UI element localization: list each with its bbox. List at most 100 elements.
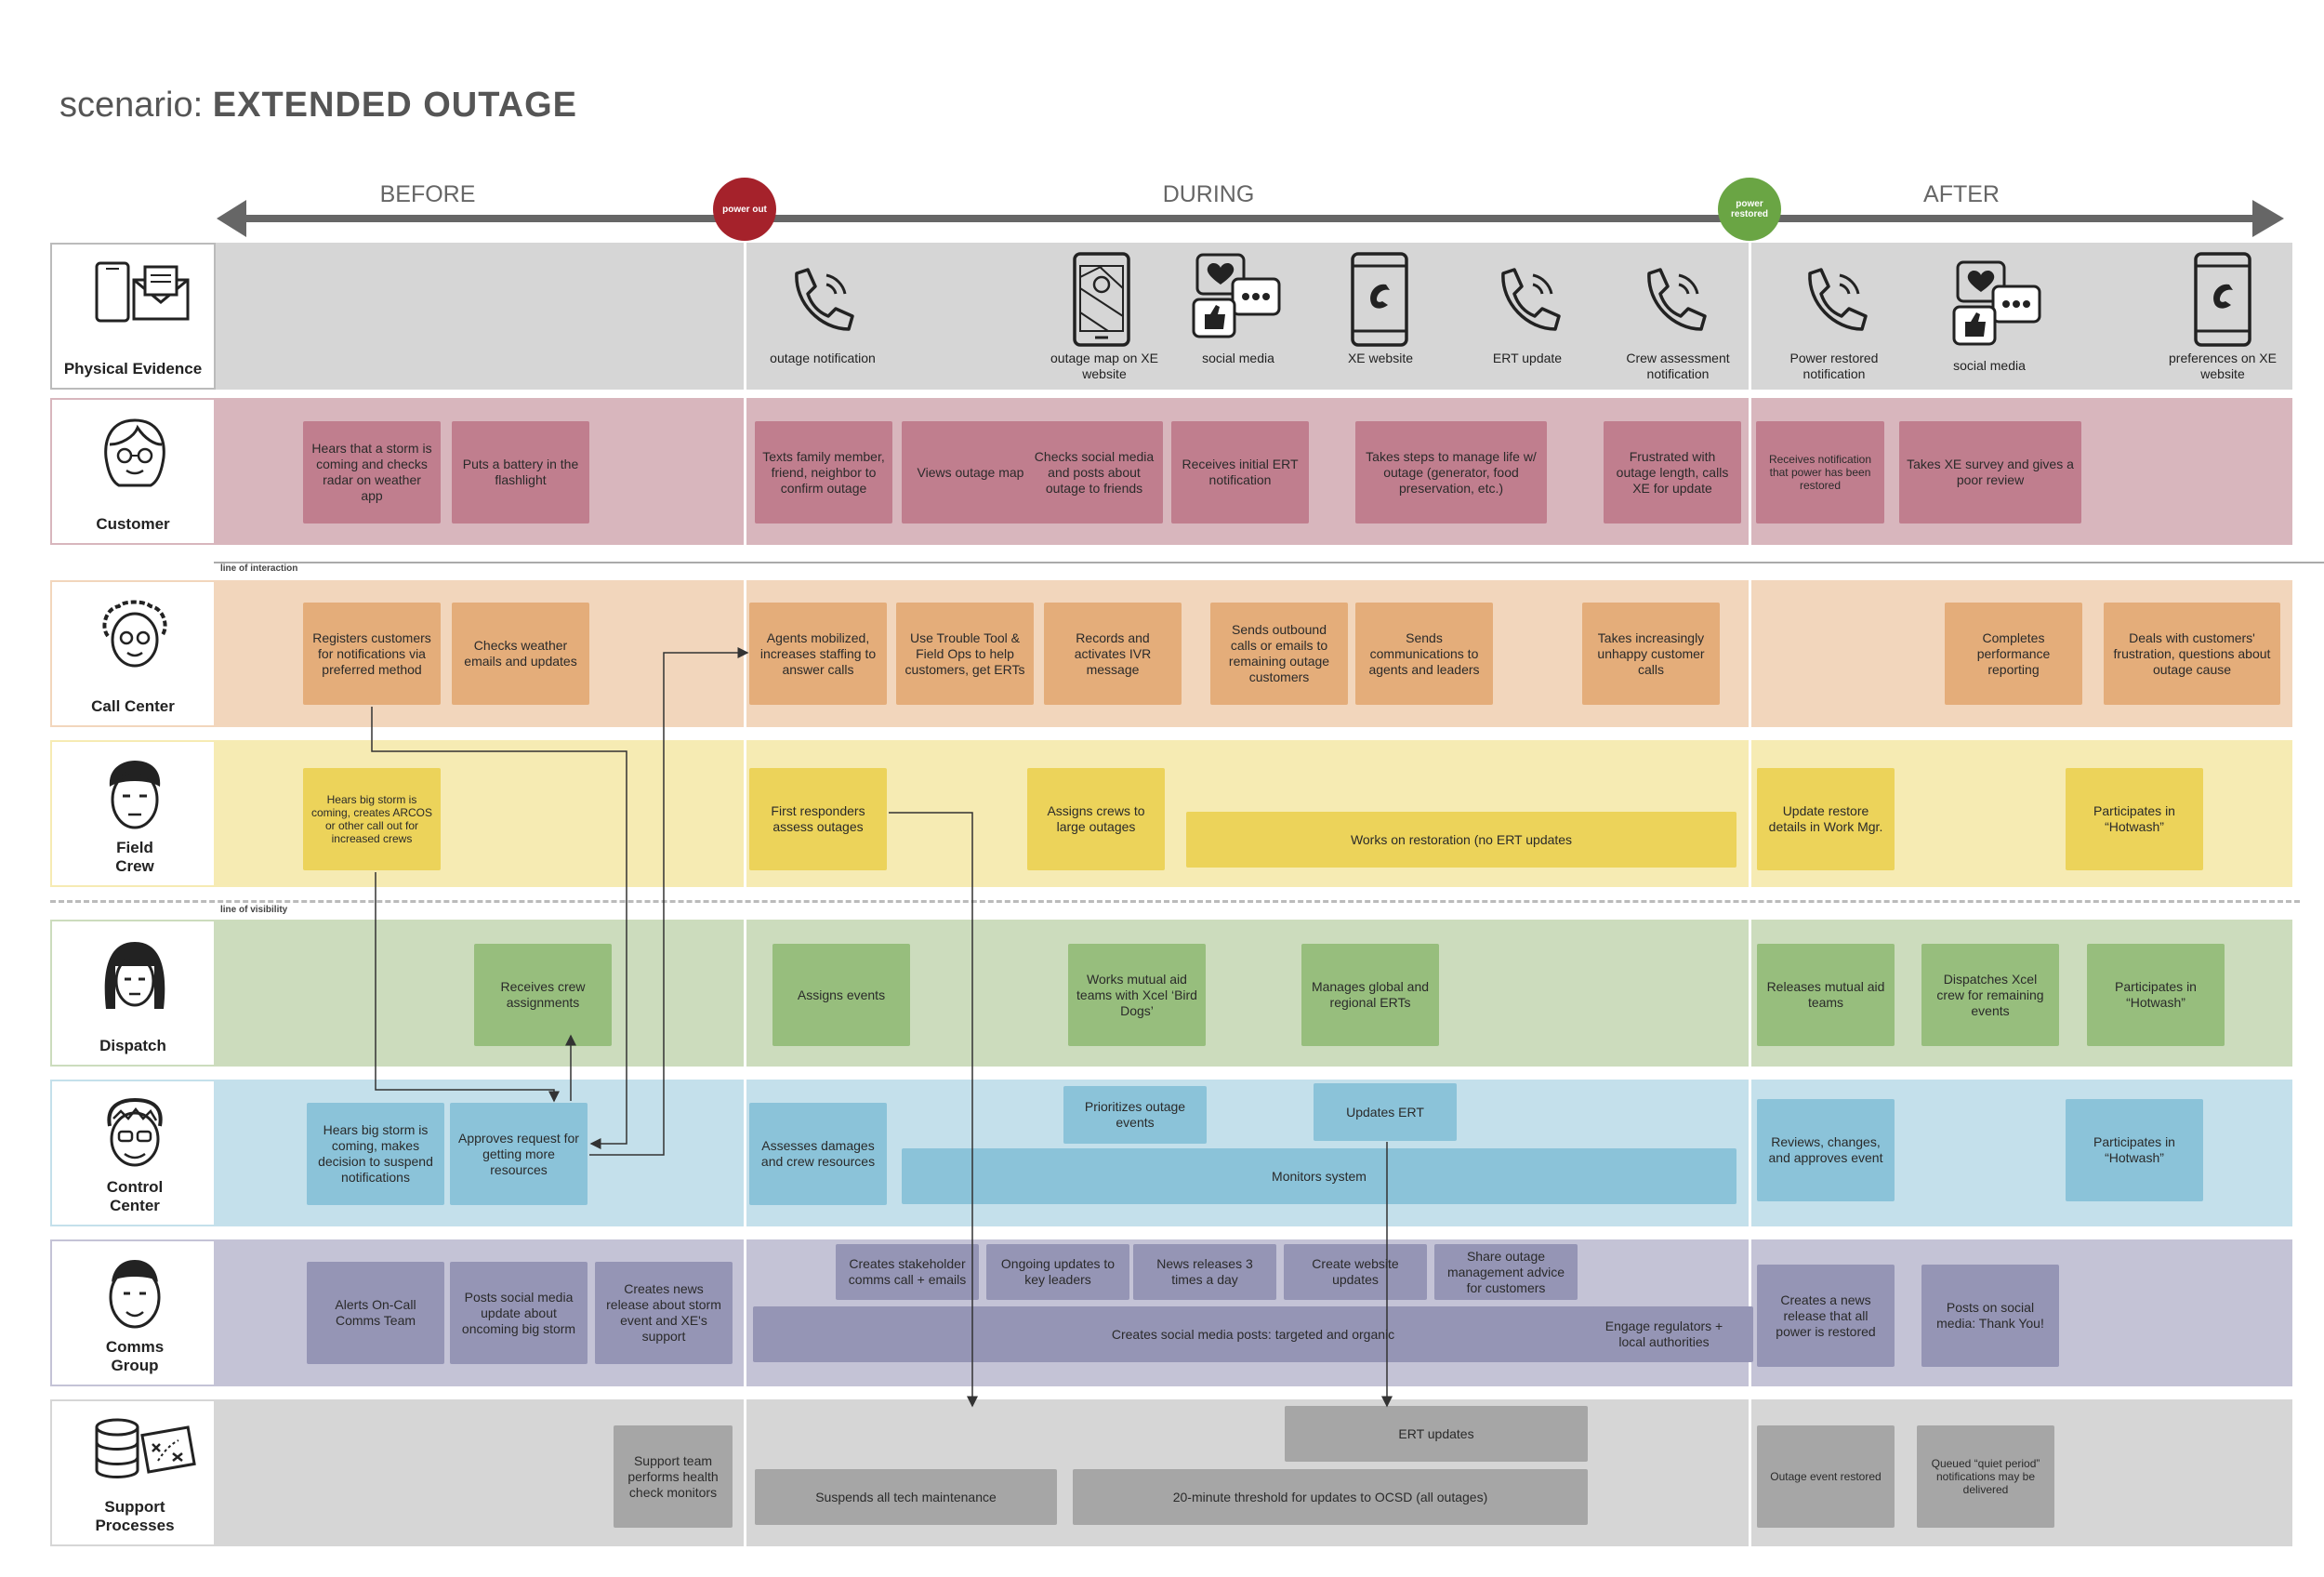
lane-title-callcenter: Call Center — [91, 697, 175, 715]
lane-label-callcenter: Call Center — [50, 580, 216, 727]
fieldcrew-step: Participates in “Hotwash” — [2066, 768, 2203, 870]
evidence-label: social media — [1202, 351, 1274, 365]
callcenter-step: Use Trouble Tool & Field Ops to help cus… — [896, 603, 1034, 705]
dispatch-step: Receives crew assignments — [474, 944, 612, 1046]
evidence-label: Power restored notification — [1789, 351, 1879, 381]
control-step: Updates ERT — [1314, 1083, 1457, 1141]
dispatch-step: Dispatches Xcel crew for remaining event… — [1921, 944, 2059, 1046]
lane-physical-bg — [214, 243, 2292, 390]
lane-title-physical: Physical Evidence — [63, 360, 203, 378]
control-center-avatar-icon — [107, 1098, 163, 1167]
evidence-label: outage map on XE website — [1050, 351, 1158, 381]
support-step: ERT updates — [1285, 1406, 1588, 1462]
support-step: Queued “quiet period” notifications may … — [1917, 1425, 2054, 1528]
call-center-avatar-icon — [102, 600, 167, 668]
phone-icon — [1808, 268, 1868, 331]
customer-step: Texts family member, friend, neighbor to… — [755, 421, 892, 523]
callcenter-step: Sends communications to agents and leade… — [1355, 603, 1493, 705]
comms-step: Creates news release about storm event a… — [595, 1262, 733, 1364]
control-step: Prioritizes outage events — [1063, 1086, 1207, 1144]
callcenter-step: Records and activates IVR message — [1044, 603, 1182, 705]
comms-step: Engage regulators + local authorities — [1592, 1306, 1736, 1362]
map-phone-icon — [1073, 252, 1130, 347]
social-media-icon — [1192, 253, 1281, 338]
customer-step: Frustrated with outage length, calls XE … — [1604, 421, 1741, 523]
evidence-label: preferences on XE website — [2169, 351, 2277, 381]
lane-title-comms: Comms Group — [105, 1338, 165, 1374]
fieldcrew-step: Update restore details in Work Mgr. — [1757, 768, 1895, 870]
support-processes-icon — [95, 1418, 196, 1478]
comms-avatar-icon — [109, 1260, 161, 1329]
callcenter-step: Registers customers for notifications vi… — [303, 603, 441, 705]
comms-step: Create website updates — [1284, 1244, 1427, 1300]
phase-after: AFTER — [1923, 181, 2000, 207]
customer-step: Receives initial ERT notification — [1171, 421, 1309, 523]
social-media-icon — [1952, 260, 2041, 346]
customer-step: Takes steps to manage life w/ outage (ge… — [1355, 421, 1547, 523]
evidence-label: ERT update — [1492, 351, 1563, 365]
lane-title-fieldcrew: Field Crew — [115, 839, 154, 875]
callcenter-step: Takes increasingly unhappy customer call… — [1582, 603, 1720, 705]
evidence-label: outage notification — [770, 351, 876, 365]
phase-divider-during — [744, 243, 746, 1546]
customer-step: Hears that a storm is coming and checks … — [303, 421, 441, 523]
fieldcrew-step: First responders assess outages — [749, 768, 887, 870]
lane-title-support: Support Processes — [95, 1498, 175, 1534]
comms-step: Creates stakeholder comms call + emails — [836, 1244, 979, 1300]
callcenter-step: Deals with customers' frustration, quest… — [2104, 603, 2280, 705]
power-restored-marker: power restored — [1718, 178, 1781, 241]
control-step: Assesses damages and crew resources — [749, 1103, 887, 1205]
callcenter-step: Sends outbound calls or emails to remain… — [1210, 603, 1348, 705]
mobile-site-icon — [1351, 252, 1408, 347]
comms-step: Alerts On-Call Comms Team — [307, 1262, 444, 1364]
lane-label-customer: Customer — [50, 398, 216, 545]
lane-label-comms: Comms Group — [50, 1239, 216, 1386]
comms-step: Posts on social media: Thank You! — [1921, 1265, 2059, 1367]
control-step: Approves request for getting more resour… — [450, 1103, 588, 1205]
lane-label-fieldcrew: Field Crew — [50, 740, 216, 887]
support-step: Outage event restored — [1757, 1425, 1895, 1528]
line-of-interaction-label: line of interaction — [220, 563, 298, 574]
lane-title-control: Control Center — [106, 1178, 164, 1214]
phone-icon — [1501, 268, 1561, 331]
control-step: Reviews, changes, and approves event — [1757, 1099, 1895, 1201]
fieldcrew-step: Assigns crews to large outages — [1027, 768, 1165, 870]
evidence-label: Crew assessment notification — [1626, 351, 1730, 381]
support-step: 20-minute threshold for updates to OCSD … — [1073, 1469, 1588, 1525]
evidence-label: social media — [1953, 358, 2026, 373]
phase-divider-after — [1749, 243, 1751, 1546]
callcenter-step: Checks weather emails and updates — [452, 603, 589, 705]
timeline-arrow — [217, 200, 2284, 237]
comms-step: Posts social media update about oncoming… — [450, 1262, 588, 1364]
lane-title-customer: Customer — [96, 515, 170, 533]
dispatch-avatar-icon — [104, 942, 165, 1009]
customer-avatar-icon — [104, 418, 165, 487]
phone-icon — [795, 268, 854, 331]
lane-label-dispatch: Dispatch — [50, 920, 216, 1067]
page-title: scenario: EXTENDED OUTAGE — [59, 86, 577, 125]
comms-step: Share outage management advice for custo… — [1434, 1244, 1578, 1300]
evidence-label: XE website — [1347, 351, 1414, 365]
customer-step: Receives notification that power has bee… — [1756, 421, 1884, 523]
fieldcrew-step: Hears big storm is coming, creates ARCOS… — [303, 768, 441, 870]
comms-step: Ongoing updates to key leaders — [986, 1244, 1129, 1300]
support-step: Suspends all tech maintenance — [755, 1469, 1057, 1525]
power-out-marker: power out — [713, 178, 776, 241]
field-crew-avatar-icon — [109, 761, 161, 829]
dispatch-step: Works mutual aid teams with Xcel ‘Bird D… — [1068, 944, 1206, 1046]
customer-step: Takes XE survey and gives a poor review — [1899, 421, 2081, 523]
dispatch-step: Manages global and regional ERTs — [1301, 944, 1439, 1046]
mobile-site-icon — [2194, 252, 2251, 347]
customer-step: Puts a battery in the flashlight — [452, 421, 589, 523]
phase-during: DURING — [1162, 181, 1255, 207]
comms-step: Creates a news release that all power is… — [1757, 1265, 1895, 1367]
control-step: Participates in “Hotwash” — [2066, 1099, 2203, 1201]
phone-icon — [1647, 268, 1707, 331]
callcenter-step: Agents mobilized, increases staffing to … — [749, 603, 887, 705]
line-of-interaction — [214, 562, 2324, 563]
line-of-visibility — [50, 900, 2300, 903]
evidence-icon — [95, 261, 190, 323]
dispatch-step: Participates in “Hotwash” — [2087, 944, 2225, 1046]
callcenter-step: Completes performance reporting — [1945, 603, 2082, 705]
dispatch-step: Releases mutual aid teams — [1757, 944, 1895, 1046]
